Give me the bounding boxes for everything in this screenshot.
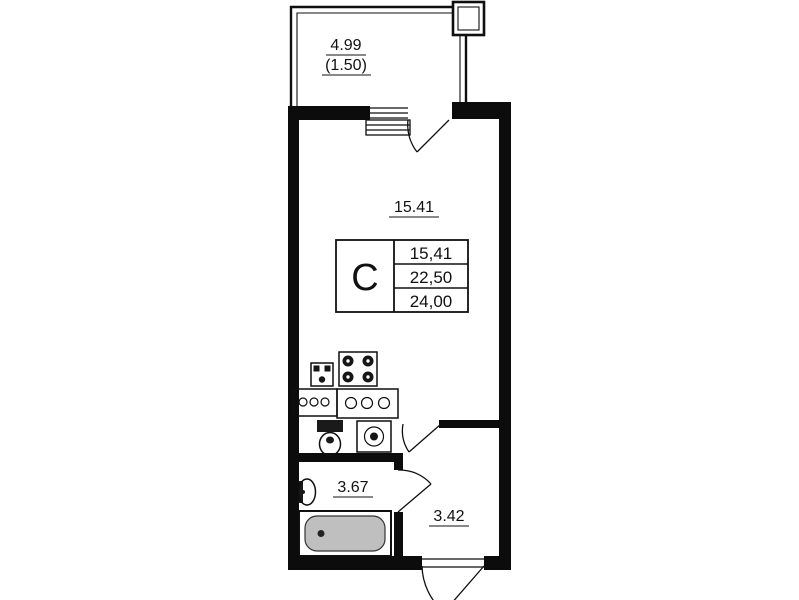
appliance-body <box>310 362 334 387</box>
stove-body <box>338 351 378 387</box>
wall-bathroom-horizontal <box>296 453 396 462</box>
bathtub-inner <box>304 515 386 552</box>
balcony-door-swing <box>407 119 450 153</box>
stamp-box <box>335 239 469 313</box>
stove-burner-dot <box>366 375 370 379</box>
entry-door-swing <box>421 558 485 600</box>
stove-burner-dot <box>346 359 350 363</box>
hall-door-swing <box>401 423 442 453</box>
appliance-detail <box>313 365 320 372</box>
balcony-inner-line <box>296 12 455 107</box>
wall-bottom-left <box>288 556 422 570</box>
toilet-drain <box>326 436 334 444</box>
bathroom-door-swing <box>397 469 432 513</box>
balcony-door-arc <box>407 119 418 153</box>
counter-right-knob <box>344 396 358 410</box>
hall-door-arc <box>401 423 410 453</box>
stamp-total-area: 22,50 <box>410 268 453 287</box>
bathroom-door-leaf <box>397 483 432 513</box>
balcony-door-leaf <box>416 119 450 153</box>
room-area-label: 15.41 <box>389 199 439 218</box>
bathtub-icon <box>298 510 392 557</box>
bathroom-door-arc <box>397 469 432 485</box>
wall-bathroom-vertical-upper <box>394 453 403 470</box>
washing-machine-icon <box>356 420 392 453</box>
wall-bathroom-vertical-lower <box>394 512 403 556</box>
wall-right <box>499 102 511 570</box>
wall-bottom-right <box>484 556 511 570</box>
window-icon <box>365 107 411 136</box>
window-sill <box>365 119 411 136</box>
shaft-box <box>451 0 486 37</box>
washing-machine-hub <box>370 432 378 441</box>
shaft-box-inner <box>457 6 480 31</box>
bathroom-area-text: 3.67 <box>337 479 368 496</box>
sink-faucet <box>301 490 305 494</box>
washing-machine-body <box>356 420 392 453</box>
washing-machine-drum <box>363 426 385 447</box>
bathroom-area-label: 3.67 <box>333 479 373 498</box>
counter-right-icon <box>336 388 399 419</box>
entry-door-arc <box>421 565 434 600</box>
stamp-total-with-summer: 24,00 <box>410 292 453 311</box>
walls <box>288 102 511 570</box>
counter-left-knob <box>320 397 330 407</box>
wall-top-right <box>452 102 499 119</box>
counter-right-knob <box>360 396 374 410</box>
room-area-text: 15.41 <box>394 199 434 216</box>
balcony-coefficient-text: (1.50) <box>325 57 367 74</box>
stamp-living-area: 15,41 <box>410 244 453 263</box>
wall-top-left <box>288 106 370 120</box>
sink-basin <box>297 478 317 506</box>
stove-icon <box>338 351 378 387</box>
toilet-tank <box>317 420 343 432</box>
balcony-outer-line <box>289 5 455 107</box>
balcony-outline <box>289 5 468 107</box>
hall-door-leaf <box>408 423 442 453</box>
appliance-knob <box>318 376 326 383</box>
appliance-detail <box>324 365 331 372</box>
hallway-area-text: 3.42 <box>433 508 464 525</box>
counter-right-body <box>336 388 399 419</box>
bathtub-drain <box>317 530 325 537</box>
balcony-coefficient-label: (1.50) <box>322 57 371 76</box>
balcony-area-label: 4.99 <box>326 37 366 56</box>
counter-right-knob <box>377 396 391 410</box>
entry-door-leaf <box>453 565 485 600</box>
area-stamp: С 15,41 22,50 24,00 <box>335 239 469 313</box>
toilet-icon <box>317 420 343 457</box>
stamp-type-label: С <box>351 257 378 299</box>
counter-left-knob <box>309 397 319 407</box>
counter-left-knob <box>298 397 308 407</box>
stove-burner-dot <box>366 359 370 363</box>
balcony-area-text: 4.99 <box>330 37 361 54</box>
kitchen-appliance-icon <box>310 362 334 387</box>
stove-burner-dot <box>346 375 350 379</box>
toilet-bowl <box>318 431 342 457</box>
wall-left <box>288 106 299 570</box>
bathroom-sink-icon <box>297 478 317 506</box>
wall-hallway-partition <box>439 420 499 428</box>
hallway-area-label: 3.42 <box>429 508 469 527</box>
